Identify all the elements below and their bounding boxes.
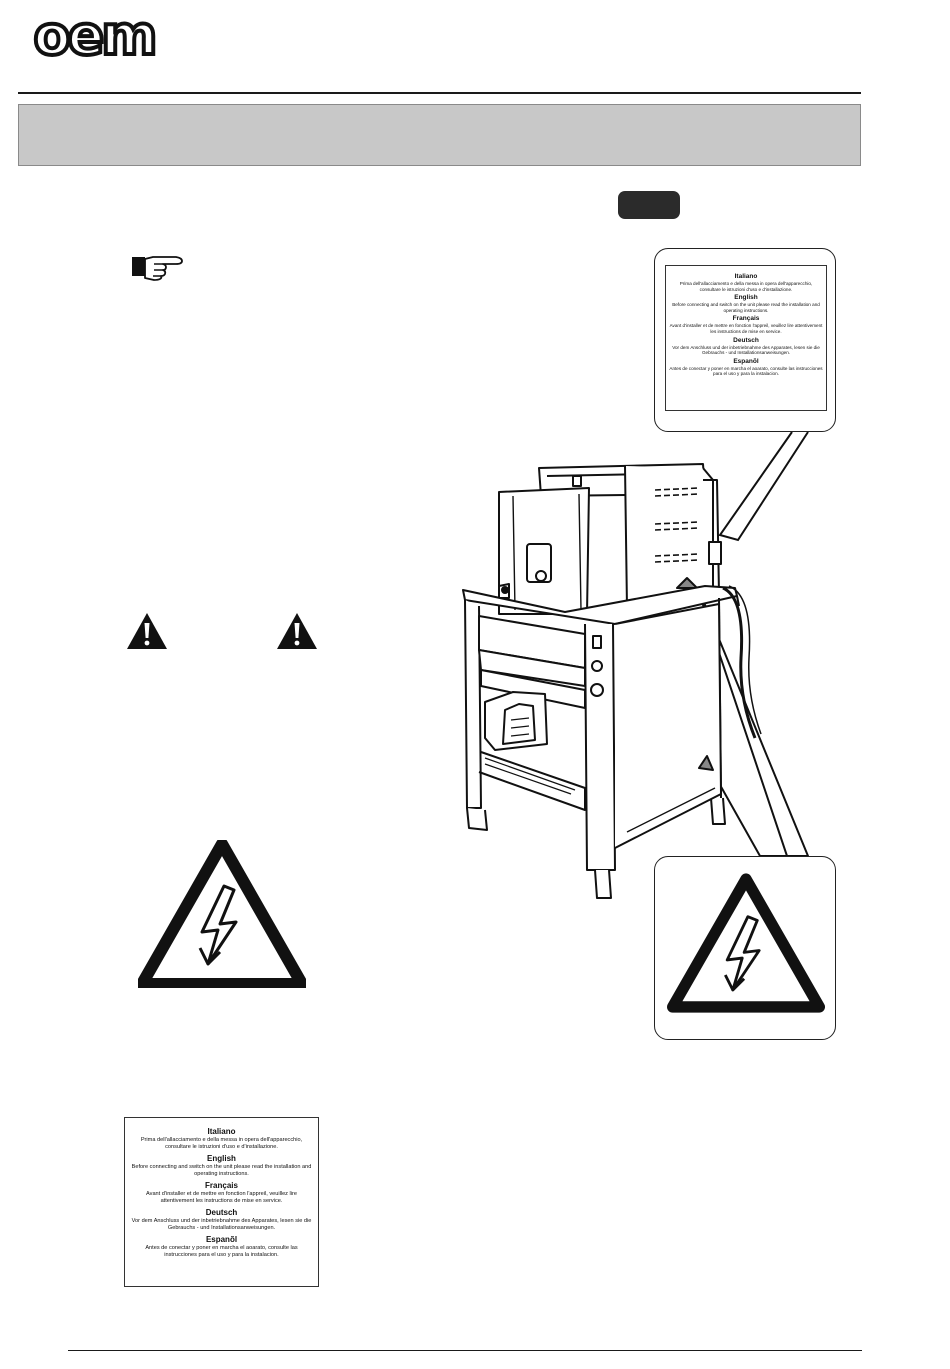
label-entry: Italiano Prima dell'allacciamento e dell… xyxy=(129,1127,314,1151)
language-heading: Italiano xyxy=(734,273,758,280)
language-text: Antes de conectar y poner en marcha el a… xyxy=(669,365,823,377)
language-heading: Deutsch xyxy=(205,1208,238,1217)
warning-triangle-icon xyxy=(277,613,317,649)
label-entry: English Before connecting and switch on … xyxy=(129,1154,314,1178)
hazard-callout xyxy=(654,856,836,1040)
language-heading: English xyxy=(207,1154,236,1163)
language-heading: Français xyxy=(732,315,760,323)
multilingual-label: Italiano Prima dell'allacciamento e dell… xyxy=(665,265,827,411)
language-heading: Espanõl xyxy=(733,357,759,365)
machine-illustration xyxy=(462,463,762,899)
label-entry: Espanõl Antes de conectar y poner en mar… xyxy=(669,358,823,377)
language-tab xyxy=(618,191,680,219)
electrical-hazard-icon xyxy=(138,840,306,988)
label-entry: Espanõl Antes de conectar y poner en mar… xyxy=(129,1235,314,1259)
language-text: Avant d'installer et de mettre en foncti… xyxy=(669,323,823,334)
multilingual-label: Italiano Prima dell'allacciamento e dell… xyxy=(124,1117,319,1287)
language-text: Prima dell'allacciamento e della messa i… xyxy=(679,281,813,292)
label-entry: English Before connecting and switch on … xyxy=(669,294,823,313)
language-text: Vor dem Anschluss und der inbetriebnahme… xyxy=(672,344,820,356)
oem-logo: oem xyxy=(32,10,160,66)
language-heading: Deutsch xyxy=(733,336,759,344)
label-entry: Deutsch Vor dem Anschluss und der inbetr… xyxy=(669,337,823,356)
label-entry: Deutsch Vor dem Anschluss und der inbetr… xyxy=(129,1208,314,1232)
header-rule xyxy=(18,92,861,94)
language-text: Prima dell'allacciamento e della messa i… xyxy=(140,1137,303,1150)
label-entry: Italiano Prima dell'allacciamento e dell… xyxy=(669,273,823,292)
language-heading: English xyxy=(734,294,758,302)
label-callout: Italiano Prima dell'allacciamento e dell… xyxy=(654,248,836,432)
electrical-hazard-icon xyxy=(667,873,825,1013)
language-heading: Italiano xyxy=(207,1127,236,1136)
pointing-hand-icon xyxy=(132,256,183,281)
logo-wordmark: oem xyxy=(34,10,155,66)
language-text: Vor dem Anschluss und der inbetriebnahme… xyxy=(131,1218,312,1231)
language-text: Antes de conectar y poner en marcha el a… xyxy=(145,1245,298,1258)
language-text: Before connecting and switch on the unit… xyxy=(672,302,820,313)
footer-rule xyxy=(68,1350,862,1351)
label-entry: Français Avant d'installer et de mettre … xyxy=(669,315,823,334)
language-text: Before connecting and switch on the unit… xyxy=(131,1164,312,1177)
title-bar xyxy=(18,104,861,166)
label-entry: Français Avant d'installer et de mettre … xyxy=(129,1181,314,1205)
language-text: Avant d'installer et de mettre en foncti… xyxy=(146,1191,297,1204)
language-heading: Français xyxy=(205,1181,238,1190)
warning-triangle-icon xyxy=(127,613,167,649)
language-heading: Espanõl xyxy=(205,1235,238,1244)
